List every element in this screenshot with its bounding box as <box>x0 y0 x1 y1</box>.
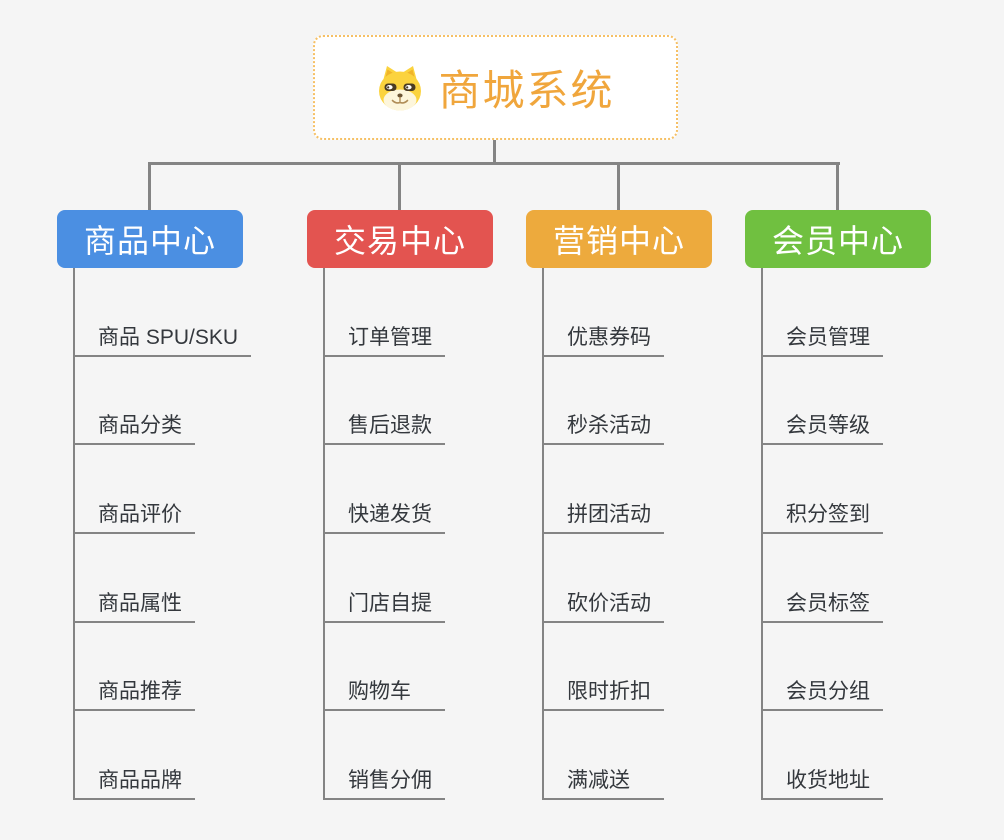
node-item[interactable]: 快递发货 <box>325 445 445 535</box>
node-item[interactable]: 商品分类 <box>75 357 195 446</box>
node-item[interactable]: 商品 SPU/SKU <box>75 268 252 357</box>
connector-drop-branch-2 <box>398 162 401 210</box>
root-node[interactable]: 商城系统 <box>313 35 678 140</box>
node-item[interactable]: 商品评价 <box>75 445 195 535</box>
branch-items-trade-center: 订单管理 售后退款 快递发货 门店自提 购物车 销售分佣 <box>323 268 493 801</box>
connector-drop-branch-1 <box>148 162 151 210</box>
branch-header-trade-center[interactable]: 交易中心 <box>307 210 493 268</box>
branch-header-product-center[interactable]: 商品中心 <box>57 210 243 268</box>
node-item[interactable]: 拼团活动 <box>544 445 664 535</box>
branch-marketing-center: 营销中心 优惠券码 秒杀活动 拼团活动 砍价活动 限时折扣 满减送 <box>526 210 712 801</box>
branch-items-marketing-center: 优惠券码 秒杀活动 拼团活动 砍价活动 限时折扣 满减送 <box>542 268 712 801</box>
node-item[interactable]: 收货地址 <box>763 711 883 801</box>
node-item[interactable]: 商品推荐 <box>75 623 195 712</box>
branch-header-marketing-center[interactable]: 营销中心 <box>526 210 712 268</box>
node-item[interactable]: 售后退款 <box>325 357 445 446</box>
node-item[interactable]: 会员管理 <box>763 268 883 357</box>
node-item[interactable]: 购物车 <box>325 623 445 712</box>
node-item[interactable]: 商品属性 <box>75 534 195 623</box>
node-item[interactable]: 秒杀活动 <box>544 357 664 446</box>
connector-root-stem <box>493 140 496 164</box>
node-item[interactable]: 订单管理 <box>325 268 445 357</box>
root-title: 商城系统 <box>438 67 615 114</box>
node-item[interactable]: 商品品牌 <box>75 711 195 801</box>
connector-main-rail <box>148 162 840 165</box>
branch-member-center: 会员中心 会员管理 会员等级 积分签到 会员标签 会员分组 收货地址 <box>745 210 931 801</box>
node-item[interactable]: 满减送 <box>544 711 664 801</box>
connector-drop-branch-3 <box>617 162 620 210</box>
node-item[interactable]: 门店自提 <box>325 534 445 623</box>
node-item[interactable]: 限时折扣 <box>544 623 664 712</box>
node-item[interactable]: 会员分组 <box>763 623 883 712</box>
branch-trade-center: 交易中心 订单管理 售后退款 快递发货 门店自提 购物车 销售分佣 <box>307 210 493 801</box>
branch-product-center: 商品中心 商品 SPU/SKU 商品分类 商品评价 商品属性 商品推荐 商品品牌 <box>57 210 252 801</box>
branch-items-product-center: 商品 SPU/SKU 商品分类 商品评价 商品属性 商品推荐 商品品牌 <box>73 268 252 801</box>
node-item[interactable]: 积分签到 <box>763 445 883 535</box>
connector-drop-branch-4 <box>836 162 839 210</box>
node-item[interactable]: 会员等级 <box>763 357 883 446</box>
node-item[interactable]: 优惠券码 <box>544 268 664 357</box>
node-item[interactable]: 销售分佣 <box>325 711 445 801</box>
node-item[interactable]: 砍价活动 <box>544 534 664 623</box>
dog-face-icon <box>379 65 422 110</box>
branch-items-member-center: 会员管理 会员等级 积分签到 会员标签 会员分组 收货地址 <box>761 268 931 801</box>
branch-header-member-center[interactable]: 会员中心 <box>745 210 931 268</box>
node-item[interactable]: 会员标签 <box>763 534 883 623</box>
